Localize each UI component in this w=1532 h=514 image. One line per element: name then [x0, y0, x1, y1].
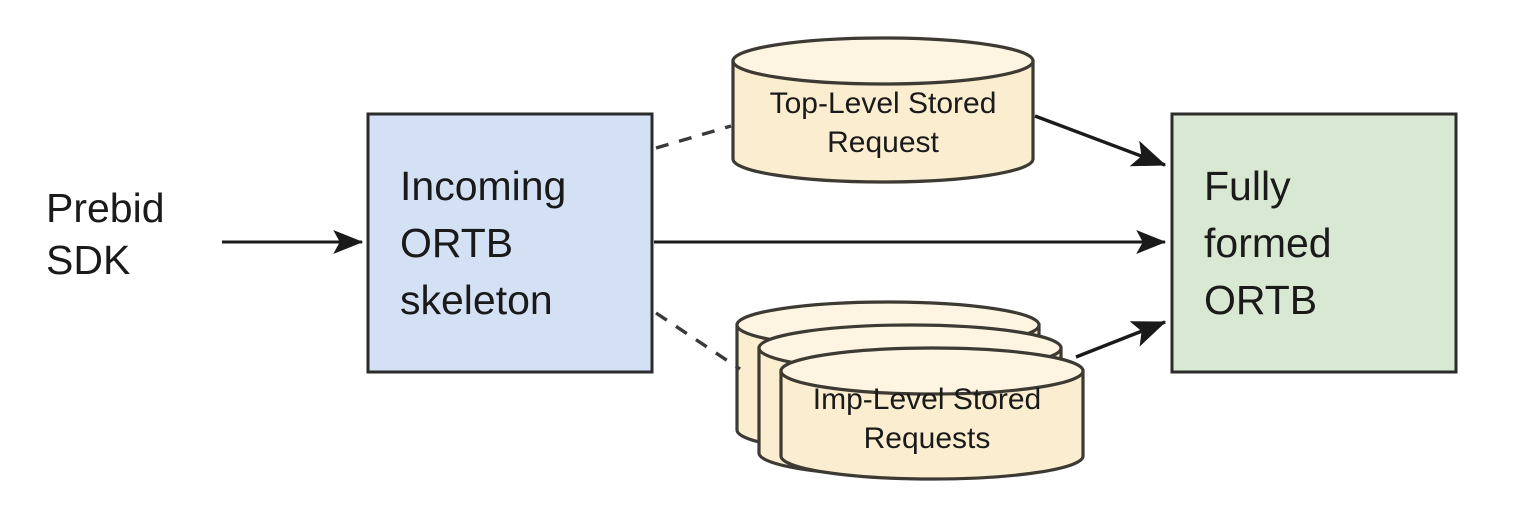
fully-formed-ortb-box	[1170, 112, 1458, 374]
edge-top-level-to-output	[1034, 114, 1167, 167]
incoming-ortb-skeleton-box	[366, 112, 654, 374]
top-level-cylinder	[731, 36, 1035, 184]
edge-incoming-to-imp-level	[655, 311, 741, 371]
edge-imp-level-to-output	[1075, 320, 1167, 359]
imp-level-cylinder-front	[779, 346, 1085, 481]
edge-incoming-to-top-level	[655, 124, 732, 150]
